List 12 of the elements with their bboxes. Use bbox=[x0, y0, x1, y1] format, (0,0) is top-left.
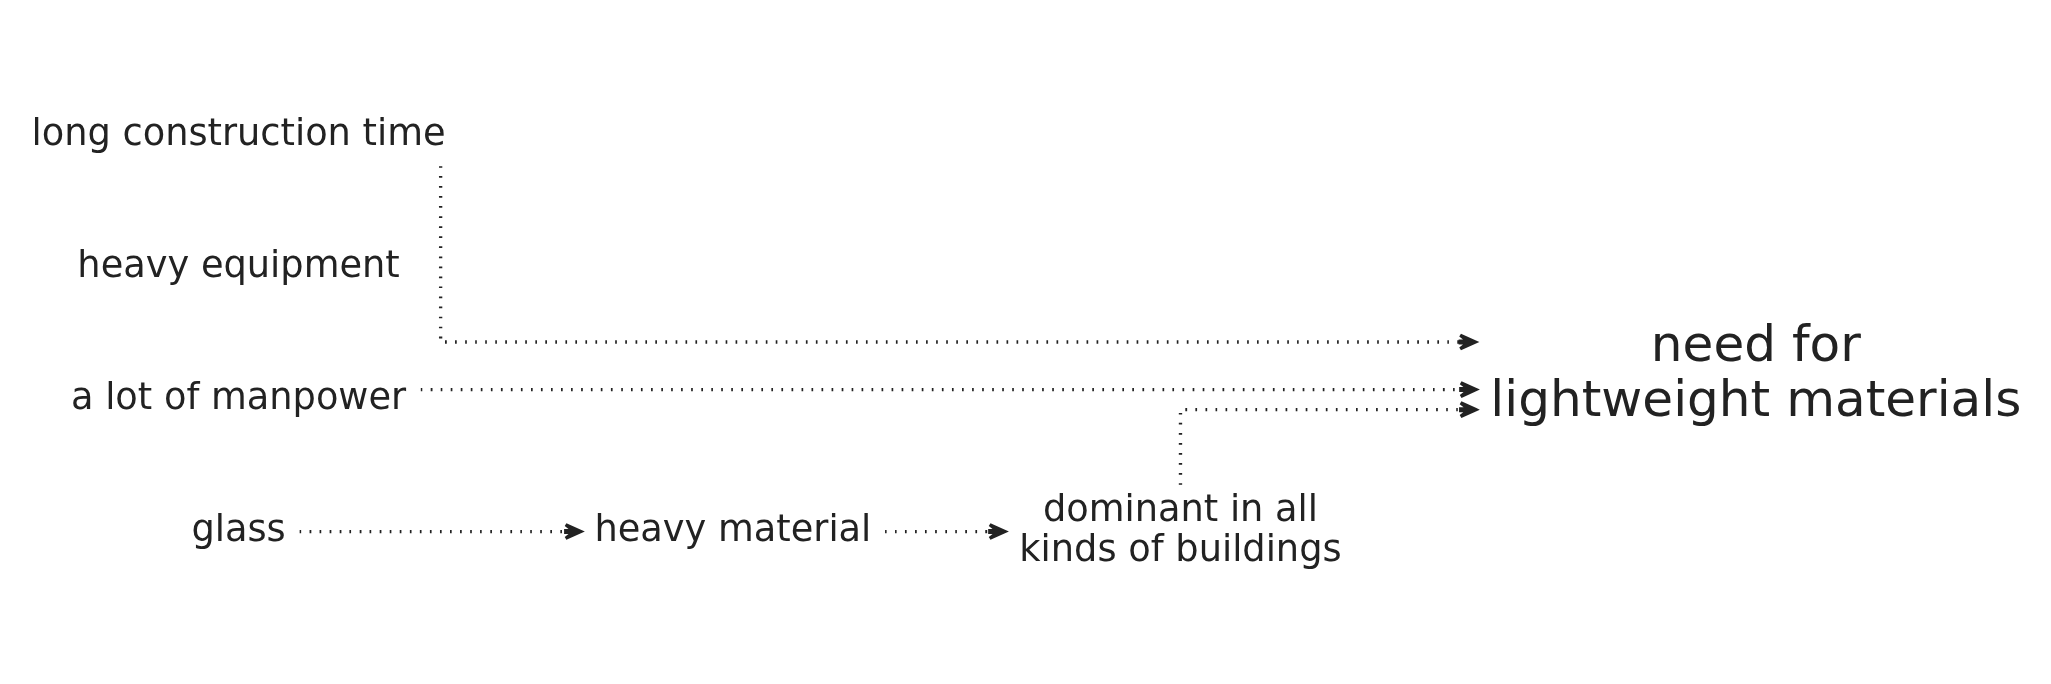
node-text: need for lightweight materials bbox=[1489, 314, 2021, 429]
node-text: heavy material bbox=[593, 506, 871, 550]
node-text: dominant in all kinds of buildings bbox=[1018, 486, 1342, 570]
node-text: heavy equipment bbox=[76, 243, 400, 287]
arrow bbox=[884, 523, 1006, 540]
arrow bbox=[299, 523, 582, 540]
node-text: a lot of manpower bbox=[70, 374, 406, 418]
arrow bbox=[1178, 401, 1477, 485]
arrow bbox=[420, 381, 1478, 399]
node-text: glass bbox=[190, 506, 286, 550]
node-text: long construction time bbox=[31, 111, 446, 155]
arrow bbox=[438, 166, 1477, 351]
